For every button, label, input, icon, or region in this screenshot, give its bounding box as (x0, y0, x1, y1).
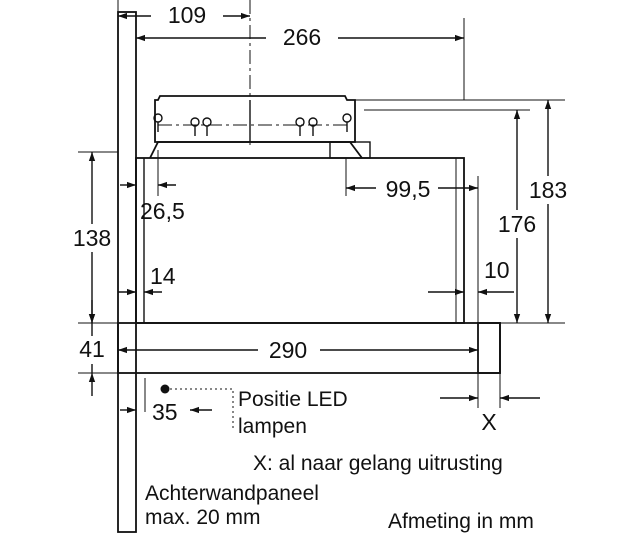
led-position-label: Positie LED (238, 388, 348, 411)
dim-14-label: 14 (150, 263, 176, 289)
dim-176-label: 176 (498, 211, 536, 237)
led-position-marker (160, 384, 170, 394)
dim-290-label: 290 (269, 337, 307, 363)
dim-183-label: 183 (529, 177, 567, 203)
dim-41-label: 41 (79, 336, 105, 362)
dim-138-label: 138 (73, 225, 111, 251)
dim-109-label: 109 (168, 2, 206, 28)
back-wall-panel (117, 11, 137, 533)
dim-26-5-label: 26,5 (140, 198, 185, 224)
front-trim (477, 322, 501, 374)
back-wall-note-2: max. 20 mm (145, 506, 261, 529)
dim-x-label: X (481, 409, 496, 435)
keyhole-slot-icon (153, 113, 352, 136)
back-wall-note: Achterwandpaneel (145, 482, 319, 505)
dim-99-5-label: 99,5 (386, 176, 431, 202)
led-leader-line (170, 388, 234, 430)
mounting-bracket (149, 95, 371, 159)
led-position-label-2: lampen (238, 415, 307, 438)
dim-266-label: 266 (283, 24, 321, 50)
x-note: X: al naar gelang uitrusting (253, 452, 503, 475)
dim-35-label: 35 (152, 399, 178, 425)
dim-10-label: 10 (484, 257, 510, 283)
units-note: Afmeting in mm (388, 510, 534, 533)
